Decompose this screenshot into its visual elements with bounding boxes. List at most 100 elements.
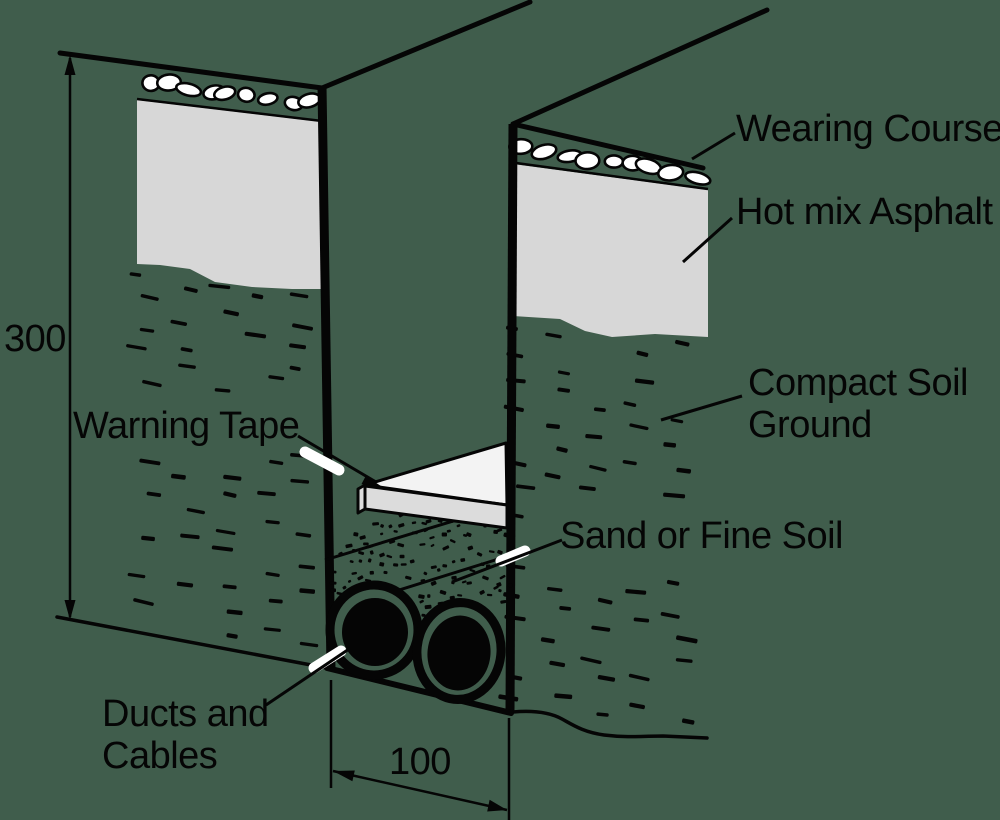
road-back-edge-left — [319, 0, 533, 91]
soil-dash — [629, 423, 649, 431]
sand-speckle — [427, 594, 431, 598]
dimension-depth: 300 — [4, 55, 76, 620]
sand-speckle — [476, 552, 483, 557]
soil-dash — [251, 293, 264, 300]
sand-speckle — [430, 565, 437, 569]
soil-dash — [596, 712, 609, 717]
label-ducts-line1: Ducts and — [102, 693, 269, 735]
sand-speckle — [461, 580, 467, 584]
sand-speckle — [480, 562, 485, 566]
soil-dash — [263, 627, 281, 632]
soil-dash — [139, 327, 155, 333]
sand-speckle — [424, 604, 432, 610]
soil-dash — [629, 702, 645, 710]
width-value: 100 — [389, 741, 451, 783]
soil-dash — [180, 347, 193, 353]
soil-dash — [663, 492, 686, 499]
sand-speckle — [430, 580, 437, 586]
soil-dash — [666, 579, 680, 586]
soil-dash — [676, 635, 698, 644]
soil-dash — [676, 467, 692, 474]
sand-speckle — [400, 563, 407, 566]
sand-speckle — [369, 570, 374, 575]
soil-dash — [681, 718, 695, 725]
soil-dash — [222, 584, 237, 590]
soil-dash — [290, 478, 310, 484]
sand-speckle — [456, 524, 461, 528]
asphalt-layer-left — [137, 100, 322, 289]
warning-tape-leader-arrow — [361, 476, 381, 486]
sand-speckle — [499, 574, 506, 580]
ducts-leader — [265, 645, 353, 707]
label-hot-mix-asphalt: Hot mix Asphalt — [736, 191, 993, 233]
soil-dash — [214, 388, 231, 393]
sand-leader-highlight — [495, 545, 531, 567]
soil-dash — [289, 365, 301, 372]
sand-speckle — [419, 543, 426, 546]
soil-dash — [223, 309, 239, 317]
ground-base-line-left — [55, 615, 329, 670]
ducts — [325, 580, 506, 704]
wearing-course-leader — [691, 131, 736, 161]
gravel-stone — [256, 91, 279, 107]
sand-speckle — [423, 527, 429, 533]
leader-lines — [265, 131, 743, 707]
sand-speckle — [466, 532, 472, 538]
sand-speckle — [441, 532, 447, 537]
sand-speckle — [352, 548, 356, 553]
warning-tape-leader — [297, 434, 377, 484]
gravel-stone — [656, 163, 685, 182]
soil-dash — [265, 571, 280, 578]
sand-speckle — [429, 536, 435, 540]
soil-dash — [257, 490, 276, 497]
sand-speckle — [497, 549, 503, 555]
soil-dash — [556, 446, 568, 453]
road-back-edge-right — [510, 7, 770, 127]
soil-dash — [622, 460, 637, 466]
sand-speckle — [436, 568, 441, 572]
soil-dash — [299, 641, 319, 648]
soil-dash — [244, 331, 267, 339]
width-dimension-line — [332, 769, 508, 812]
gravel-stone — [174, 81, 203, 98]
sand-speckle — [449, 539, 456, 544]
sand-speckle — [486, 593, 493, 597]
soil-dash — [675, 658, 693, 663]
gravel-stone — [574, 150, 601, 171]
soil-dash — [133, 598, 154, 606]
sand-speckle — [351, 571, 358, 575]
soil-dash — [298, 564, 315, 570]
soil-dash — [549, 660, 566, 668]
soil-dash — [268, 598, 283, 604]
road-surface-edge-right — [510, 121, 706, 171]
soil-dash — [223, 491, 237, 498]
soil-dashes-left — [126, 272, 319, 648]
label-compact-soil-line2: Ground — [748, 404, 872, 446]
sand-speckle — [496, 528, 503, 533]
gravel-stone — [236, 86, 256, 104]
soil-dash — [299, 588, 316, 594]
soil-dash — [289, 343, 307, 350]
trench — [317, 85, 518, 716]
gravel-base-line-right — [515, 161, 709, 191]
soil-dash — [578, 485, 596, 492]
sand-speckle — [439, 589, 447, 595]
soil-dash — [176, 581, 194, 588]
gravel-base-line-left — [136, 97, 323, 123]
sand-speckle — [353, 532, 359, 537]
soil-dash — [585, 434, 603, 440]
sand-speckle — [425, 519, 432, 524]
sand-speckle — [488, 550, 495, 554]
sand-speckle — [482, 575, 489, 581]
sand-speckle — [357, 575, 364, 581]
sand-speckle — [496, 582, 502, 588]
sand-speckle — [446, 529, 451, 533]
soil-dash — [597, 674, 616, 682]
depth-value: 300 — [4, 318, 66, 360]
sand-speckle — [393, 530, 398, 533]
soil-dash — [591, 625, 611, 632]
soil-dash — [663, 442, 677, 448]
sand-speckle — [330, 588, 337, 593]
label-ducts-line2: Cables — [102, 735, 217, 777]
